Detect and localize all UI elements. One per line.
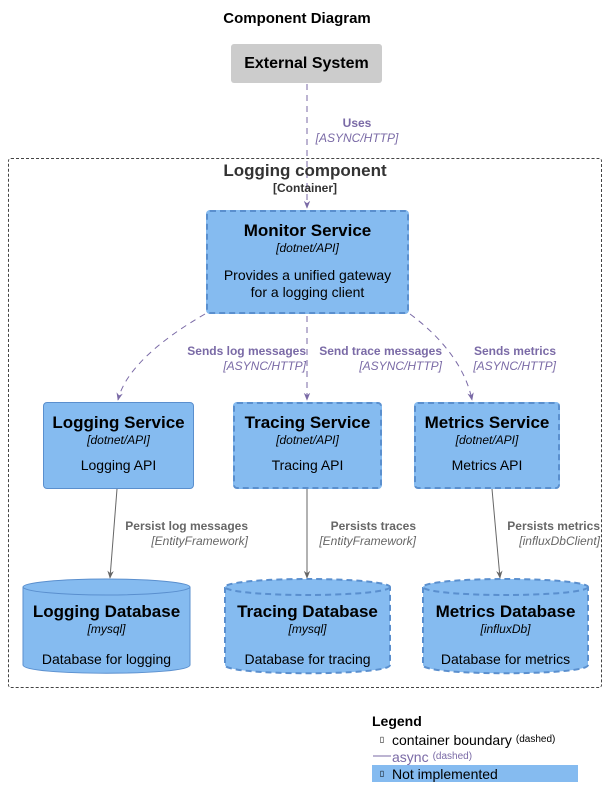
edge-log-tech: [ASYNC/HTTP] xyxy=(223,359,306,373)
logging-database-tech: [mysql] xyxy=(87,622,126,636)
boundary-title: Logging component xyxy=(223,161,387,180)
tracing-database-tech: [mysql] xyxy=(288,622,327,636)
metrics-database-name: Metrics Database xyxy=(435,602,576,621)
edge-trace-tech: [ASYNC/HTTP] xyxy=(359,359,442,373)
tracing-service-desc: Tracing API xyxy=(271,457,344,473)
legend-boundary-row: ▯ container boundary (dashed) xyxy=(372,731,578,748)
logging-database-name: Logging Database xyxy=(32,602,181,621)
edge-metrics-tech: [ASYNC/HTTP] xyxy=(473,359,556,373)
edge-metrics-label: Sends metrics [ASYNC/HTTP] xyxy=(456,344,556,374)
logging-database-desc: Database for logging xyxy=(41,651,172,667)
edge-persist-trace-text: Persists traces xyxy=(330,519,416,533)
metrics-service-name: Metrics Service xyxy=(424,413,550,432)
edge-monitor-to-metrics xyxy=(409,313,474,401)
metrics-service-node: Metrics Service [dotnet/API] Metrics API xyxy=(414,402,560,489)
metrics-database-node: Metrics Database [influxDb] Database for… xyxy=(423,602,588,668)
metrics-database-desc: Database for metrics xyxy=(440,651,571,667)
edge-persist-trace-label: Persists traces [EntityFramework] xyxy=(306,519,416,549)
edge-persist-log-tech: [EntityFramework] xyxy=(151,534,248,548)
tracing-database-shape xyxy=(224,578,391,675)
tracing-database-name: Tracing Database xyxy=(237,602,378,621)
edge-logging-to-db xyxy=(107,488,118,579)
monitor-service-node: Monitor Service [dotnet/API] Provides a … xyxy=(206,210,409,314)
edge-trace-label: Send trace messages [ASYNC/HTTP] xyxy=(306,344,442,374)
logging-service-node: Logging Service [dotnet/API] Logging API xyxy=(43,402,194,489)
edge-monitor-to-logging xyxy=(116,313,206,401)
edge-persist-metrics-text: Persists metrics xyxy=(507,519,600,533)
tracing-database-desc: Database for tracing xyxy=(244,651,371,667)
edge-metrics-to-db xyxy=(491,488,503,579)
diagram-title: Component Diagram xyxy=(223,10,371,27)
legend-title: Legend xyxy=(372,713,422,729)
legend-not-implemented-label: Not implemented xyxy=(392,765,498,782)
legend-async-note: (dashed) xyxy=(432,751,473,762)
edge-persist-trace-tech: [EntityFramework] xyxy=(319,534,416,548)
logging-service-name: Logging Service xyxy=(52,413,185,432)
metrics-service-tech: [dotnet/API] xyxy=(455,433,519,447)
monitor-service-desc-2: for a logging client xyxy=(250,284,365,300)
legend-async-row: async (dashed) xyxy=(372,748,578,765)
edge-trace-label-text: Send trace messages xyxy=(319,344,442,358)
edge-log-label-text: Sends log messages xyxy=(187,344,306,358)
legend-not-implemented-symbol: ▯ xyxy=(379,769,385,778)
legend-async-symbol xyxy=(372,752,392,762)
monitor-service-desc-1: Provides a unified gateway xyxy=(223,267,392,283)
ext-edge-tech: [ASYNC/HTTP] xyxy=(315,131,399,145)
legend-not-implemented-row: ▯ Not implemented xyxy=(372,765,578,782)
metrics-database-tech: [influxDb] xyxy=(480,622,531,636)
legend-async-label: async xyxy=(392,748,429,765)
legend-boundary-note: (dashed) xyxy=(515,734,556,745)
edge-log-label: Sends log messages [ASYNC/HTTP] xyxy=(166,344,306,374)
tracing-service-tech: [dotnet/API] xyxy=(276,433,339,447)
edge-persist-log-text: Persist log messages xyxy=(125,519,248,533)
edge-persist-metrics-label: Persists metrics [influxDbClient] xyxy=(493,519,600,549)
logging-service-desc: Logging API xyxy=(80,457,157,473)
logging-database-shape xyxy=(22,578,191,674)
monitor-service-tech: [dotnet/API] xyxy=(276,241,339,255)
container-boundary xyxy=(8,158,602,688)
logging-database-node: Logging Database [mysql] Database for lo… xyxy=(23,602,190,668)
external-system-node: External System xyxy=(231,44,382,83)
legend: Legend ▯ container boundary (dashed) asy… xyxy=(372,713,578,782)
ext-edge-label-text: Uses xyxy=(342,116,372,130)
logging-service-tech: [dotnet/API] xyxy=(87,433,150,447)
edge-metrics-label-text: Sends metrics xyxy=(473,344,556,358)
edge-persist-log-label: Persist log messages [EntityFramework] xyxy=(106,519,248,549)
metrics-database-shape xyxy=(422,578,589,675)
metrics-service-desc: Metrics API xyxy=(451,457,523,473)
legend-boundary-symbol: ▯ xyxy=(379,735,385,744)
legend-boundary-label: container boundary xyxy=(392,731,512,748)
monitor-service-name: Monitor Service xyxy=(243,221,372,240)
external-system-name: External System xyxy=(244,54,369,72)
tracing-service-name: Tracing Service xyxy=(244,413,371,432)
boundary-subtitle: [Container] xyxy=(273,181,337,195)
tracing-database-node: Tracing Database [mysql] Database for tr… xyxy=(225,602,390,668)
ext-edge-label: Uses [ASYNC/HTTP] xyxy=(307,116,407,146)
tracing-service-node: Tracing Service [dotnet/API] Tracing API xyxy=(233,402,382,489)
edge-persist-metrics-tech: [influxDbClient] xyxy=(519,534,600,548)
